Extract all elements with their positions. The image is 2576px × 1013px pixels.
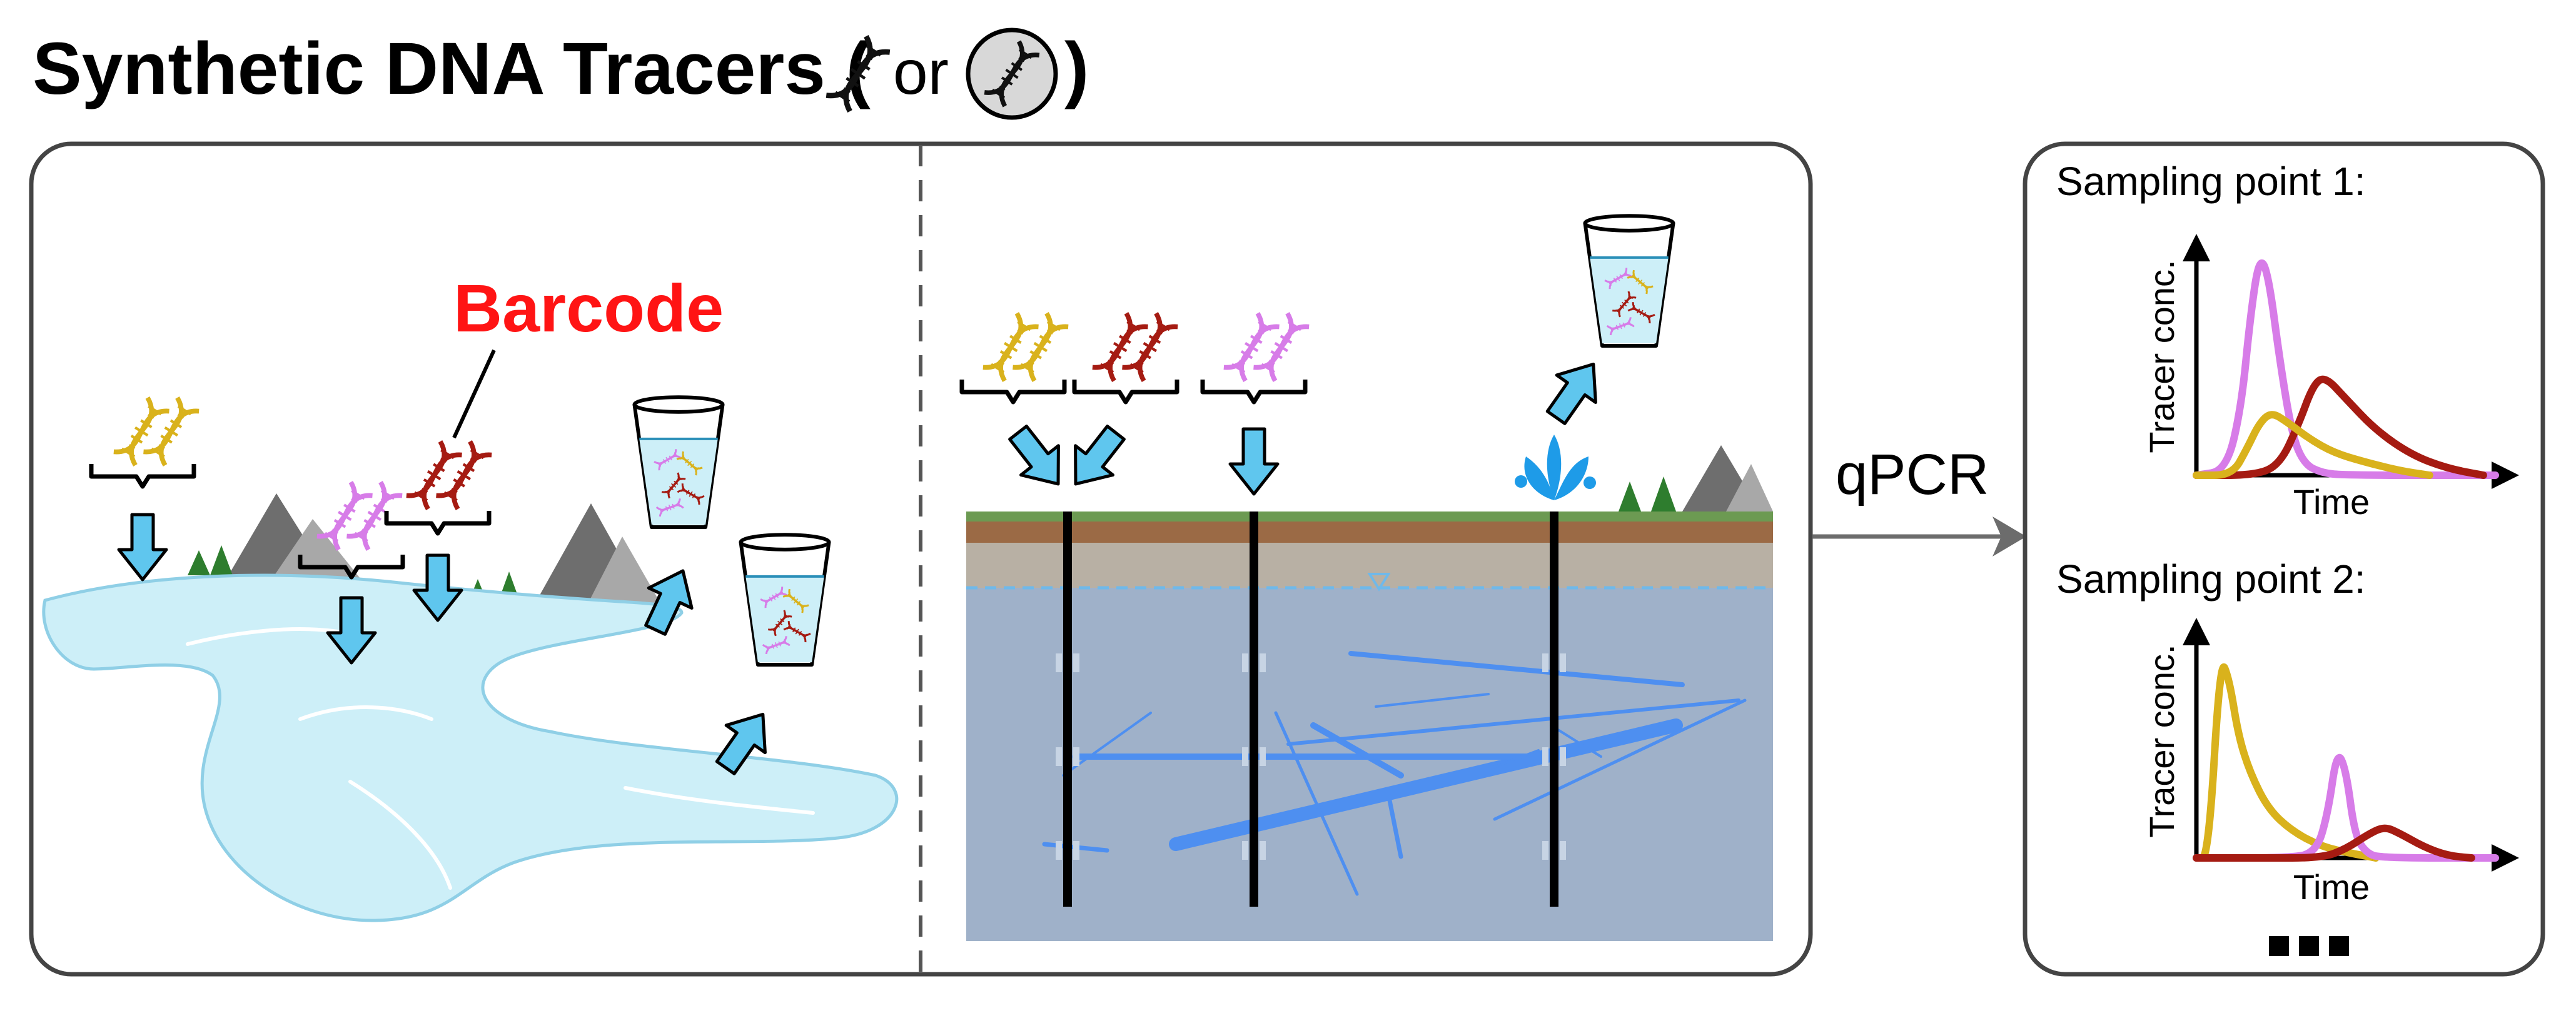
sample-cup-icon: [634, 397, 722, 527]
title-suffix: ): [1064, 28, 1089, 110]
qpcr-connector: qPCR: [1812, 443, 2026, 557]
water-spout-icon: [1515, 435, 1596, 500]
surface-water-scene: Barcode: [42, 270, 899, 922]
title-group: Synthetic DNA Tracers ( or ): [33, 28, 1089, 120]
chart-2-xlabel: Time: [2293, 867, 2370, 907]
water-table-symbol: [1367, 573, 1391, 592]
title-prefix: Synthetic DNA Tracers (: [33, 28, 871, 110]
soil-layer: [966, 520, 1773, 543]
mountains-right: [1619, 445, 1773, 512]
chart-2-ylabel: Tracer conc.: [2142, 644, 2181, 837]
sample-cup-icon: [1585, 216, 1673, 346]
sampling-title: Sampling point 1:: [2056, 159, 2366, 204]
results-panel: [2023, 141, 2545, 977]
more-indicator: [2269, 936, 2349, 956]
tracer-curve-1-2: [2193, 375, 2487, 480]
barcode-label: Barcode: [453, 270, 724, 346]
sampling-panel-2: Sampling point 2: Tracer conc. Time: [2056, 557, 2519, 907]
title-or: or: [893, 38, 949, 108]
tracer-curve-1-3: [2193, 411, 2433, 480]
aquifer: [966, 588, 1773, 941]
chart-2-series: [2193, 663, 2499, 862]
river-highlights: [186, 627, 815, 890]
sampling-title: Sampling point 2:: [2056, 557, 2366, 602]
qpcr-label: qPCR: [1836, 443, 1989, 506]
chart-1-series: [2193, 259, 2499, 480]
well-1: [1056, 512, 1079, 907]
chart-1-ylabel: Tracer conc.: [2142, 260, 2181, 453]
gravel-layer: [966, 543, 1773, 588]
river: [42, 573, 899, 922]
tracer-curve-2-3: [2193, 824, 2475, 862]
chart-1-xlabel: Time: [2293, 482, 2370, 522]
well-2: [1242, 512, 1266, 907]
tracer-curve-1-1: [2193, 259, 2499, 480]
groundwater-scene: [962, 216, 1773, 941]
sampling-panel-1: Sampling point 1: Tracer conc. Time: [2056, 159, 2519, 522]
grass-layer: [966, 512, 1773, 522]
barcode-pointer: [452, 349, 496, 439]
sample-cup-icon: [740, 535, 829, 665]
well-3: [1542, 512, 1566, 907]
